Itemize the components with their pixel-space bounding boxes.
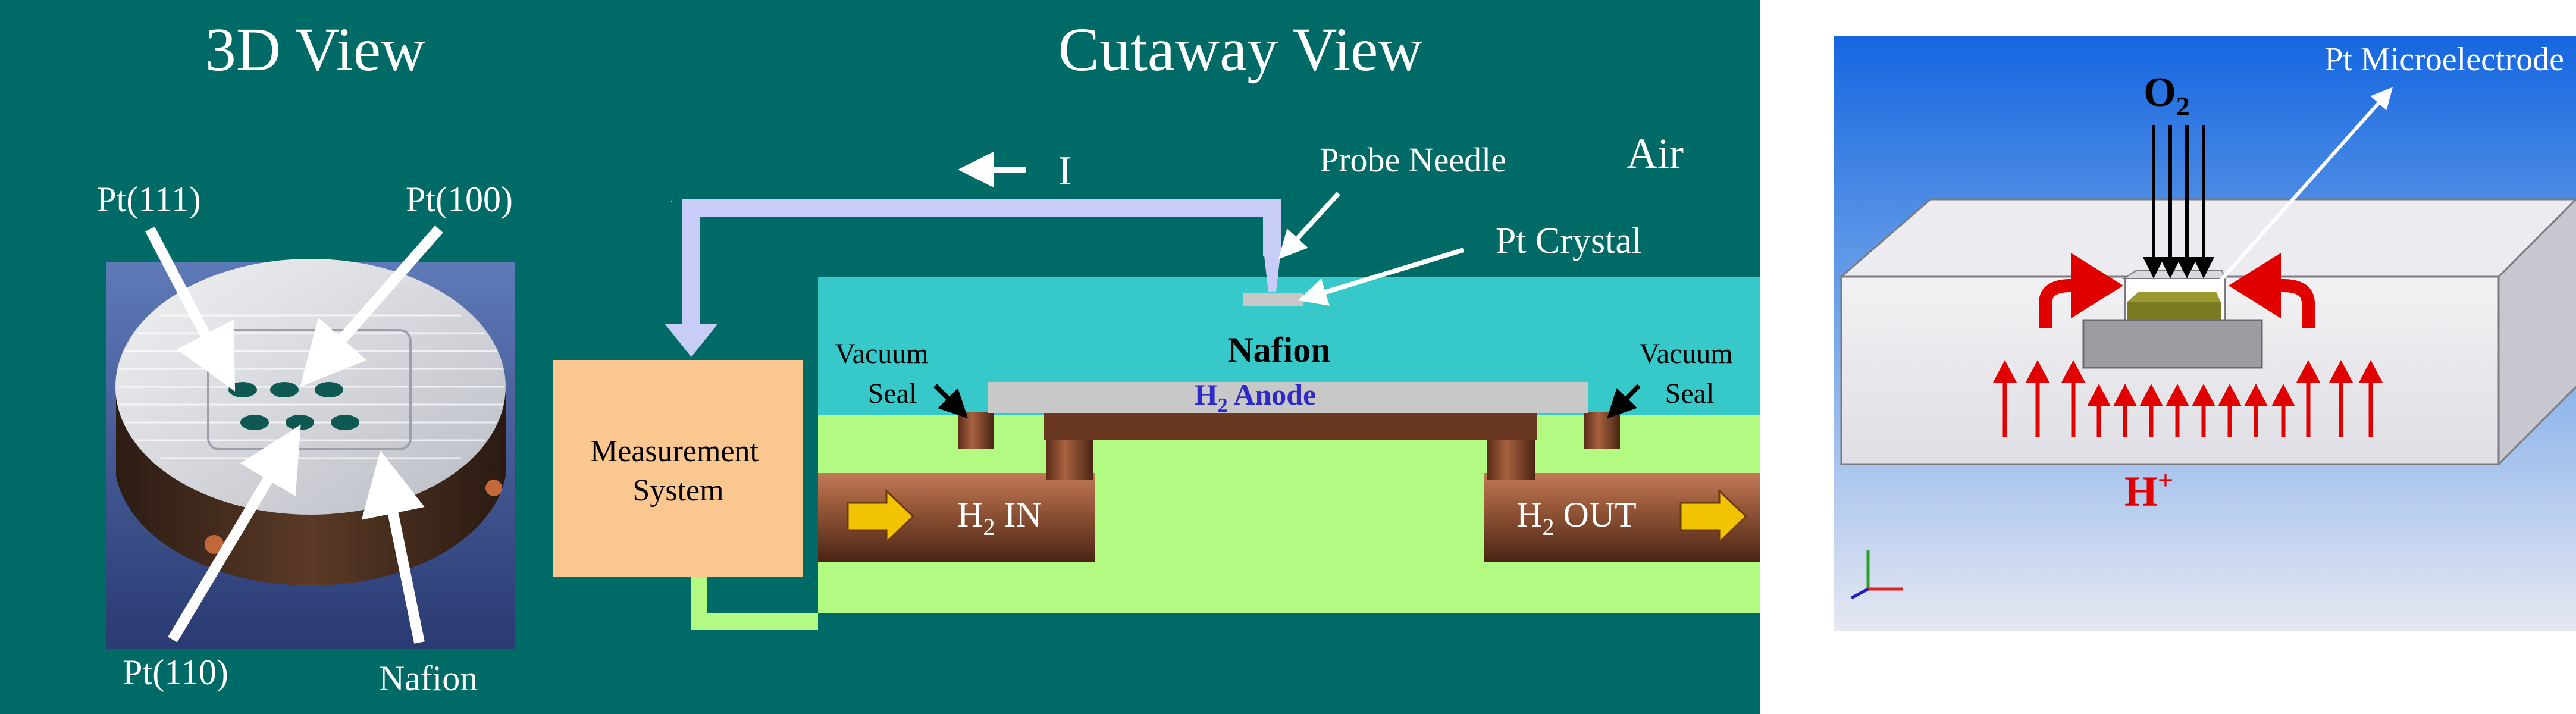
o2-label: O2 xyxy=(2143,70,2189,121)
pt-crystal-pointer xyxy=(1298,248,1465,306)
probe-needle-label: Probe Needle xyxy=(1320,140,1506,179)
proton-arrows xyxy=(1993,360,2383,437)
proton-arrow xyxy=(2192,384,2215,437)
proton-arrow xyxy=(1993,360,2017,437)
pt-microelectrode-top xyxy=(2127,292,2221,302)
proton-arrow xyxy=(2166,384,2189,437)
proton-arrow xyxy=(2087,384,2111,437)
3d-view-panel: 3D View xyxy=(96,15,515,698)
h2-out-arrow xyxy=(1679,488,1748,544)
wire-arrowhead xyxy=(665,324,717,357)
label-pt111: Pt(111) xyxy=(96,180,201,219)
pt-crystal-label: Pt Crystal xyxy=(1496,221,1642,261)
label-pt110: Pt(110) xyxy=(123,653,228,692)
air-label: Air xyxy=(1627,130,1684,177)
proton-arrow xyxy=(2139,384,2163,437)
block-right-face xyxy=(2499,199,2576,464)
vacuum-seal-left-pointer xyxy=(933,384,968,418)
proton-arrow xyxy=(2061,360,2085,437)
pointer-arrow-pt100 xyxy=(300,226,443,387)
block-top-face xyxy=(1841,199,2576,277)
vacuum-seal-right-pointer xyxy=(1607,384,1641,419)
measurement-system-box xyxy=(553,360,803,577)
h2-anode-label: H2 Anode xyxy=(1195,378,1317,416)
probe-needle xyxy=(1264,256,1280,292)
vacuum-seal-left-block xyxy=(958,412,994,449)
h-plus-label: H+ xyxy=(2124,465,2173,515)
pt-microelectrode xyxy=(2127,302,2221,320)
pointer-arrow-pt110 xyxy=(168,424,301,643)
pt-microelectrode-label: Pt Microelectrode xyxy=(2324,41,2564,78)
curved-arrow-right xyxy=(2229,253,2315,328)
curved-arrow-left xyxy=(2039,253,2123,328)
pointer-arrow-nafion xyxy=(361,450,425,644)
probe-needle-pointer xyxy=(1278,192,1340,259)
vacuum-seal-right-label: Vacuum Seal xyxy=(1639,338,1740,409)
3d-view-title: 3D View xyxy=(205,15,425,84)
microelectrode-panel: O2 Pt Microelectrode H+ xyxy=(1834,36,2576,631)
cutaway-view-panel: Cutaway View Measurement System xyxy=(553,15,1760,630)
pointer-arrow-pt111 xyxy=(145,226,236,392)
current-label: I xyxy=(1058,148,1071,194)
buried-conductor xyxy=(2082,319,2263,369)
return-wire xyxy=(691,574,818,630)
pt-crystal xyxy=(1243,293,1303,306)
proton-arrow xyxy=(2026,360,2049,437)
h2-out-label: H2 OUT xyxy=(1516,495,1637,540)
h2-in-arrow xyxy=(847,488,915,544)
nafion-cutaway-label: Nafion xyxy=(1227,330,1330,369)
disc-photo xyxy=(106,259,515,649)
label-nafion-3d: Nafion xyxy=(379,659,478,698)
proton-arrow xyxy=(2113,384,2137,437)
current-wire xyxy=(682,199,1281,333)
proton-arrow xyxy=(2329,360,2353,437)
proton-arrow xyxy=(2218,384,2242,437)
proton-arrow xyxy=(2271,384,2295,437)
proton-arrow xyxy=(2359,360,2383,437)
proton-arrow xyxy=(2244,384,2268,437)
proton-arrow xyxy=(2296,360,2320,437)
label-pt100: Pt(100) xyxy=(406,180,513,219)
anode-backplate xyxy=(1044,411,1537,440)
h2-anode-bar xyxy=(988,382,1588,413)
vacuum-seal-right-block xyxy=(1584,412,1620,449)
h2-in-label: H2 IN xyxy=(957,495,1042,540)
cutaway-view-title: Cutaway View xyxy=(1058,15,1423,84)
vacuum-seal-left-label: Vacuum Seal xyxy=(835,338,935,409)
recess-top xyxy=(2121,270,2226,279)
axis-triad-icon xyxy=(1850,550,1903,600)
measurement-system-label: Measurement System xyxy=(590,434,766,508)
